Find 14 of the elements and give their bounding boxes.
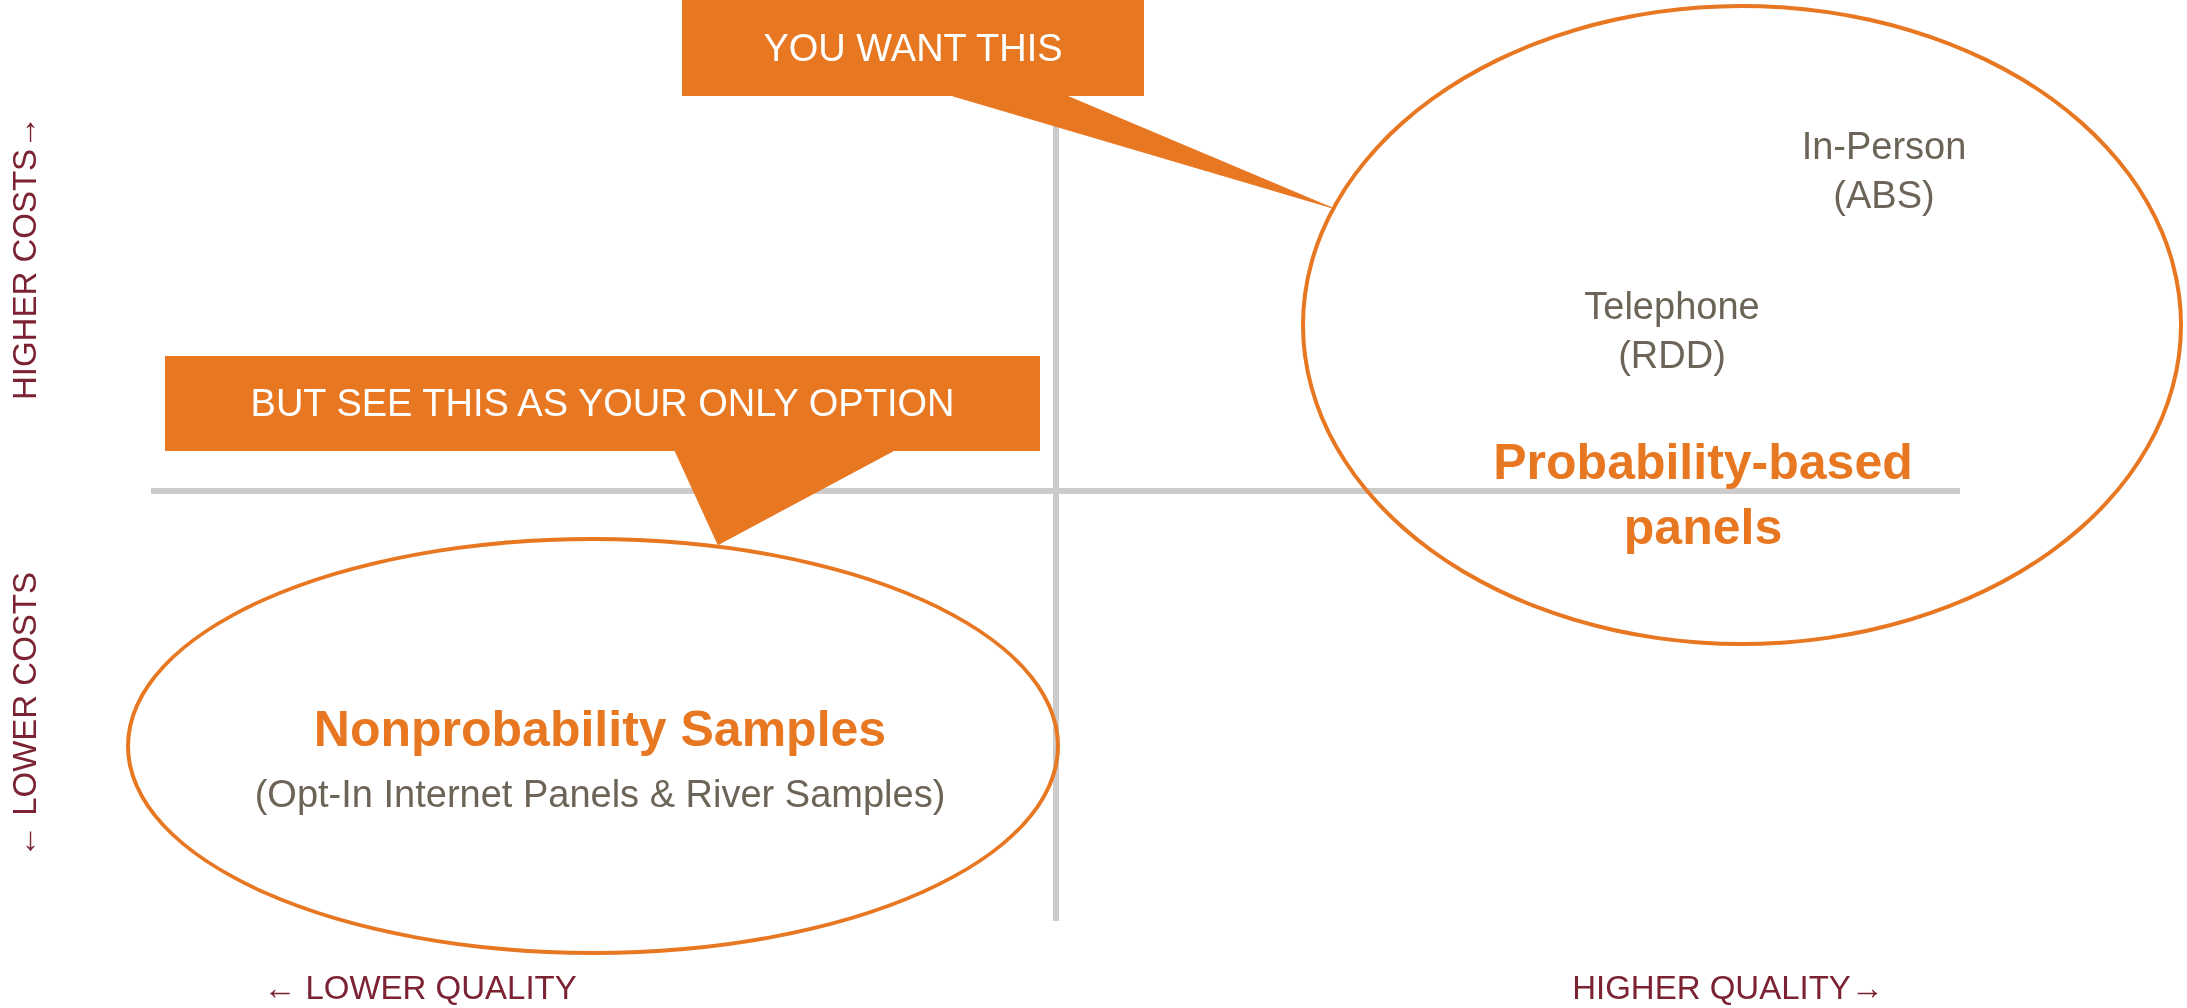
axis-label: ← LOWER COSTS xyxy=(6,572,44,858)
method-label: Telephone (RDD) xyxy=(1583,283,1761,378)
callout-pointer xyxy=(952,95,1333,209)
method-label: In-Person (ABS) xyxy=(1800,123,1968,218)
ellipse xyxy=(126,537,1060,955)
callout-box: YOU WANT THIS xyxy=(682,0,1144,96)
callout-pointer xyxy=(674,450,894,546)
axis-label: HIGHER QUALITY→ xyxy=(1572,969,1884,1007)
group-title: Nonprobability Samples xyxy=(313,699,887,759)
axis-label: ← LOWER QUALITY xyxy=(263,969,577,1007)
axis-label: HIGHER COSTS→ xyxy=(6,115,44,401)
group-subtitle: (Opt-In Internet Panels & River Samples) xyxy=(254,772,946,818)
ellipse xyxy=(1301,4,2183,646)
group-title: Probability-based panels xyxy=(1492,433,1914,557)
